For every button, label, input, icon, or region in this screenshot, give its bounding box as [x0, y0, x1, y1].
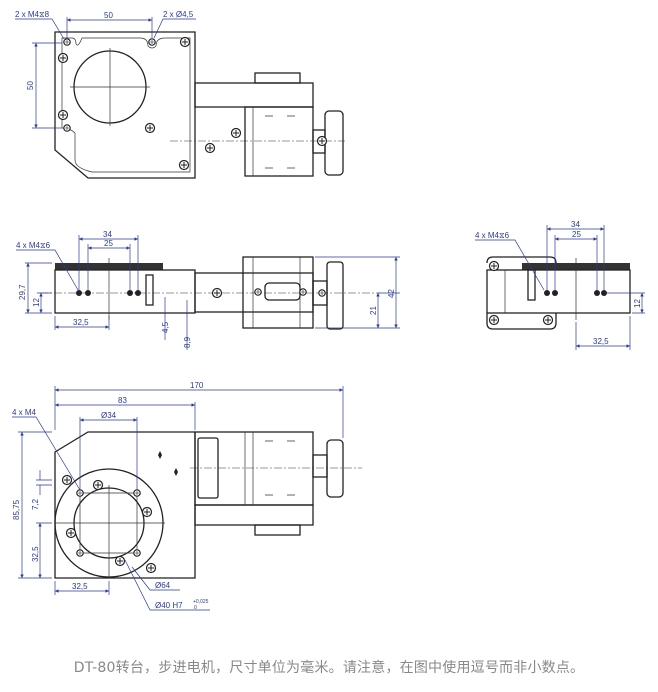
front-dim-8-9: 8,9 [183, 336, 192, 348]
front-dim-25: 25 [104, 239, 113, 248]
dt80-technical-drawing: 2 x M4⧖8 2 x Ø4,5 50 50 4 x M4⧖6 34 25 2… [12, 10, 645, 611]
bottom-dim-d34: Ø34 [101, 411, 117, 420]
bottom-holes-label: 4 x M4 [12, 408, 37, 417]
bottom-dim-7-2: 7,2 [31, 498, 40, 510]
tolerance-lower: 0 [194, 605, 197, 611]
bottom-dim-170: 170 [190, 381, 204, 390]
top-view: 2 x M4⧖8 2 x Ø4,5 50 50 [15, 10, 345, 179]
bottom-dim-85-75: 85,75 [12, 499, 21, 520]
bottom-dim-32-5-vertical: 32,5 [31, 546, 40, 562]
side-dim-34: 34 [571, 220, 580, 229]
front-dim-42: 42 [387, 289, 396, 298]
side-dim-32-5: 32,5 [593, 337, 609, 346]
front-holes-label: 4 x M4⧖6 [16, 241, 51, 250]
front-dim-4-5: 4,5 [161, 321, 170, 333]
side-dim-12: 12 [633, 299, 642, 308]
top-dim-vertical: 50 [26, 81, 35, 90]
side-view: 4 x M4⧖6 34 25 12 32,5 [475, 220, 645, 350]
front-dim-32-5: 32,5 [73, 318, 89, 327]
tolerance-upper: +0,025 [193, 599, 209, 605]
bottom-dim-83: 83 [118, 396, 127, 405]
top-dim-horizontal: 50 [104, 11, 113, 20]
figure-caption: DT-80转台，步进电机，尺寸单位为毫米。请注意，在图中使用逗号而非小数点。 [73, 660, 585, 676]
bottom-dim-d40: Ø40 H7 [155, 601, 183, 610]
side-dim-25: 25 [572, 230, 581, 239]
front-dim-34: 34 [103, 230, 112, 239]
front-dim-12: 12 [32, 298, 41, 307]
front-dim-21: 21 [369, 306, 378, 315]
bottom-dim-d64: Ø64 [155, 581, 171, 590]
top-tapped-holes-label: 2 x M4⧖8 [15, 10, 50, 19]
bottom-dim-32-5-horizontal: 32,5 [72, 582, 88, 591]
front-view: 4 x M4⧖6 34 25 29,7 12 32,5 4,5 8,9 21 4… [16, 230, 400, 350]
side-holes-label: 4 x M4⧖6 [475, 231, 510, 240]
bottom-view: 4 x M4 170 83 Ø34 85,75 7,2 32,5 32,5 Ø6… [12, 381, 362, 611]
front-dim-29-7: 29,7 [18, 284, 27, 300]
top-through-holes-label: 2 x Ø4,5 [163, 10, 194, 19]
